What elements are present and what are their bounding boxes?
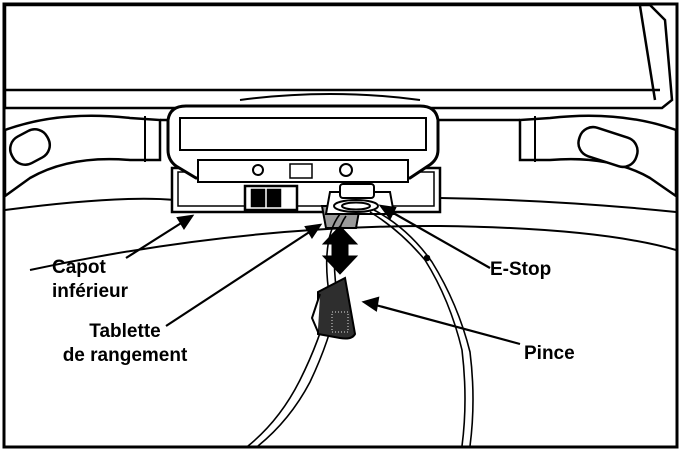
tether-cord [247,209,474,447]
label-storage-tray-line1: Tablette [89,321,161,342]
label-lower-cover-line1: Capot [52,257,106,278]
handlebar [3,114,678,199]
label-storage-tray-line2: de rangement [62,345,188,366]
label-storage-tray: Tablette de rangement [40,320,210,368]
console-housing [3,3,674,110]
up-down-arrow [321,225,359,275]
label-lower-cover-line2: inférieur [52,281,129,302]
safety-clip [310,276,357,340]
label-estop: E-Stop [490,259,552,280]
console-pod [166,104,440,183]
label-lower-cover: Capot inférieur [52,256,128,304]
label-clip: Pince [524,343,575,364]
frame-body [4,197,677,271]
estop-button [333,183,379,213]
leader-lines [125,204,521,346]
